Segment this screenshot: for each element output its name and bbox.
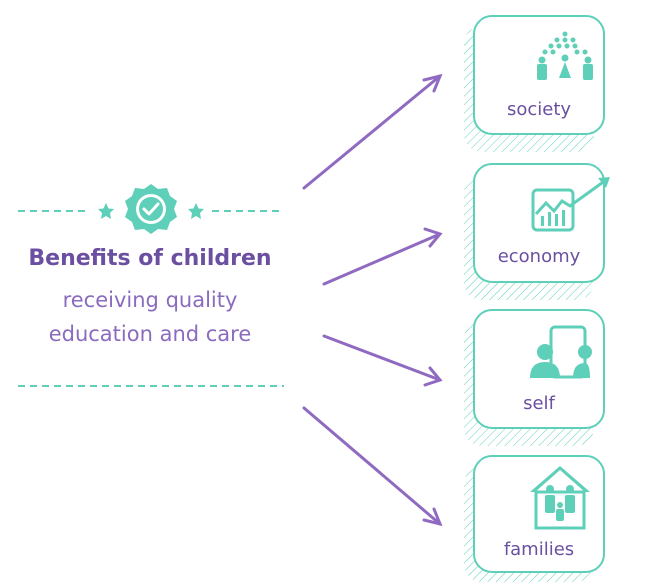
box-label-economy: economy — [497, 246, 581, 267]
diagram-title: Benefits of children — [28, 246, 272, 271]
badge-divider-top — [18, 184, 284, 234]
box-label-self: self — [523, 393, 555, 414]
star-icon — [98, 203, 114, 219]
person-mirror-icon — [530, 325, 592, 379]
star-icon — [188, 203, 204, 219]
box-label-society: society — [506, 99, 572, 120]
box-label-families: families — [503, 539, 575, 560]
arrow-to-families — [302, 406, 443, 527]
growth-chart-icon — [531, 177, 610, 232]
family-house-icon — [530, 466, 590, 530]
arrow-to-economy — [322, 227, 443, 286]
diagram-subtitle-line2: education and care — [48, 322, 252, 346]
arrow-to-society — [302, 73, 443, 190]
diagram-subtitle-line1: receiving quality — [62, 288, 238, 312]
arrow-to-self — [322, 334, 443, 387]
box-families — [473, 455, 605, 573]
verified-badge-icon — [125, 184, 177, 234]
people-group-icon — [537, 31, 593, 80]
